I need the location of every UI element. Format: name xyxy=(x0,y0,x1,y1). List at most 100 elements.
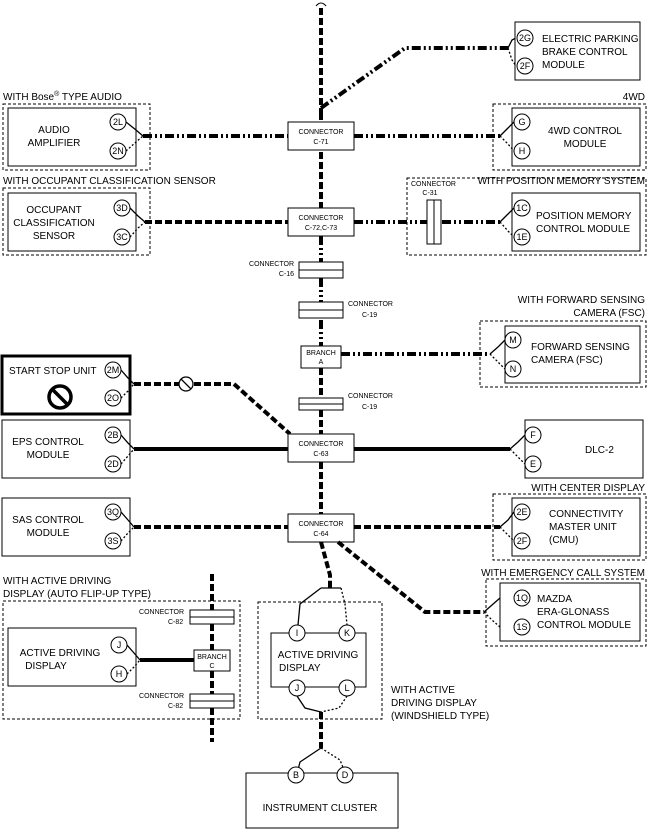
add-flip-group-title-1: WITH ACTIVE DRIVING xyxy=(3,576,112,587)
fsc-group-title-2: CAMERA (FSC) xyxy=(573,308,645,319)
position-pin-1e-label: 1E xyxy=(516,232,527,242)
cluster-group: B D INSTRUMENT CLUSTER xyxy=(245,712,399,829)
fwd4-pin-h xyxy=(513,142,531,160)
add-ws-group: I K J L ACTIVE DRIVING DISPLAY WITH ACTI… xyxy=(257,587,489,722)
connector-c19-upper: CONNECTOR C-19 xyxy=(298,301,393,319)
instrument-cluster-module xyxy=(245,772,399,829)
cmu-pin-2e-label: 2E xyxy=(516,507,527,517)
c19b-label-2: C-19 xyxy=(362,404,377,411)
add-ws-pin-k xyxy=(338,624,356,642)
add-flip-group: WITH ACTIVE DRIVING DISPLAY (AUTO FLIP-U… xyxy=(2,574,241,742)
connector-c72-c73: CONNECTOR C-72,C-73 xyxy=(287,207,355,237)
sas-pin-3q-label: 3Q xyxy=(107,507,119,517)
connector-c19-lower: CONNECTOR C-19 xyxy=(298,393,393,411)
prohibited-small-icon xyxy=(178,376,194,392)
era-label-1: MAZDA xyxy=(537,594,572,605)
eps-pin-2d-label: 2D xyxy=(107,459,119,469)
fwd4-label-1: 4WD CONTROL xyxy=(548,126,622,137)
dlc-pin-e xyxy=(524,455,542,473)
cmu-group-frame xyxy=(492,493,647,561)
c16-label-1: CONNECTOR xyxy=(249,261,294,268)
fwd4-group-title: 4WD xyxy=(623,92,645,103)
position-memory-module xyxy=(511,192,641,252)
occupant-label-1: OCCUPANT xyxy=(26,205,81,216)
audio-pin-2n-label: 2N xyxy=(112,146,124,156)
epb-pin-2f-label: 2F xyxy=(520,61,531,71)
add-flip-pin-j-label: J xyxy=(117,640,122,650)
c31-label-1: CONNECTOR xyxy=(411,181,456,188)
c82b-label-1: CONNECTOR xyxy=(139,693,184,700)
occupant-group: WITH OCCUPANT CLASSIFICATION SENSOR OCCU… xyxy=(2,176,288,256)
epb-pin-2g xyxy=(516,29,534,47)
branch-c-label-2: C xyxy=(209,663,214,670)
fsc-pin-n xyxy=(504,360,522,378)
cmu-pin-2f xyxy=(513,532,531,550)
position-memory-group: CONNECTOR C-31 WITH POSITION MEMORY SYST… xyxy=(354,176,647,256)
add-ws-label-2: DISPLAY xyxy=(279,663,321,674)
fsc-module xyxy=(504,325,641,384)
c19b-label-1: CONNECTOR xyxy=(348,393,393,400)
fsc-label-2: CAMERA (FSC) xyxy=(531,355,603,366)
position-pin-1c-label: 1C xyxy=(516,203,528,213)
occupant-label-3: SENSOR xyxy=(33,231,75,242)
branch-a-label-1: BRANCH xyxy=(306,350,336,357)
fsc-group: WITH FORWARD SENSING CAMERA (FSC) M N FO… xyxy=(341,295,647,388)
fsc-group-title-1: WITH FORWARD SENSING xyxy=(518,295,645,306)
epb-label-2: BRAKE CONTROL xyxy=(542,47,628,58)
sas-pin-3s-label: 3S xyxy=(107,536,118,546)
c31-label-2: C-31 xyxy=(422,190,437,197)
c71-label-2: C-71 xyxy=(313,139,328,146)
cmu-group: WITH CENTER DISPLAY 2E 2F CONNECTIVITY M… xyxy=(354,483,647,561)
connector-c64: CONNECTOR C-64 xyxy=(287,513,355,543)
dlc-label: DLC-2 xyxy=(585,445,614,456)
dlc-pin-f-label: F xyxy=(530,430,536,440)
fsc-pin-m-label: M xyxy=(509,335,517,345)
occupant-label-2: CLASSIFICATION xyxy=(13,218,95,229)
epb-pin-2f xyxy=(516,57,534,75)
era-label-3: CONTROL MODULE xyxy=(537,620,631,631)
prohibited-icon xyxy=(47,384,73,410)
cmu-label-1: CONNECTIVITY xyxy=(549,509,624,520)
epb-label-1: ELECTRIC PARKING xyxy=(542,34,639,45)
connector-c71: CONNECTOR C-71 xyxy=(287,121,355,151)
add-flip-label-2: DISPLAY xyxy=(25,661,67,672)
start-stop-pin-2m-label: 2M xyxy=(107,365,120,375)
era-group-title: WITH EMERGENCY CALL SYSTEM xyxy=(481,568,645,579)
fwd4-label-2: MODULE xyxy=(564,139,607,150)
position-pin-1c xyxy=(513,199,531,217)
branch-a-label-2: A xyxy=(319,359,324,366)
add-ws-group-title-3: (WINDSHIELD TYPE) xyxy=(391,711,489,722)
occupant-pin-3c-label: 3C xyxy=(116,232,128,242)
position-label-2: CONTROL MODULE xyxy=(536,224,630,235)
fsc-label-1: FORWARD SENSING xyxy=(531,342,630,353)
fwd4-group: 4WD G H 4WD CONTROL MODULE xyxy=(354,92,647,171)
epb-label-3: MODULE xyxy=(542,60,585,71)
fsc-group-frame xyxy=(479,320,647,388)
cluster-pin-b xyxy=(287,766,305,784)
bose-audio-group: WITH Bose® TYPE AUDIO AUDIO AMPLIFIER 2L… xyxy=(2,90,288,171)
sas-label-1: SAS CONTROL xyxy=(12,515,84,526)
era-pin-1s xyxy=(513,618,531,636)
add-flip-pin-h-label: H xyxy=(116,669,123,679)
era-label-2: ERA-GLONASS xyxy=(537,607,610,618)
fwd4-pin-g xyxy=(513,113,531,131)
c64-label-2: C-64 xyxy=(313,531,328,538)
eps-label-2: MODULE xyxy=(27,450,70,461)
audio-label-1: AUDIO xyxy=(38,125,70,136)
cluster-label: INSTRUMENT CLUSTER xyxy=(263,803,378,814)
era-pin-1s-label: 1S xyxy=(516,622,527,632)
c82b-label-2: C-82 xyxy=(168,703,183,710)
cmu-label-3: (CMU) xyxy=(549,535,578,546)
sas-label-2: MODULE xyxy=(27,528,70,539)
era-pin-1q xyxy=(513,589,531,607)
cmu-pin-2f-label: 2F xyxy=(517,536,528,546)
epb-module-group: 2G 2F ELECTRIC PARKING BRAKE CONTROL MOD… xyxy=(319,21,641,120)
sas-group: SAS CONTROL MODULE 3Q 3S xyxy=(1,497,288,557)
position-group-title: WITH POSITION MEMORY SYSTEM xyxy=(478,176,645,187)
add-ws-module xyxy=(270,632,367,688)
add-ws-label-1: ACTIVE DRIVING xyxy=(278,650,359,661)
fwd4-group-frame xyxy=(492,103,647,171)
c19a-label-1: CONNECTOR xyxy=(348,301,393,308)
add-flip-group-title-2: DISPLAY (AUTO FLIP-UP TYPE) xyxy=(3,589,151,600)
add-ws-pin-l-label: L xyxy=(344,683,349,693)
